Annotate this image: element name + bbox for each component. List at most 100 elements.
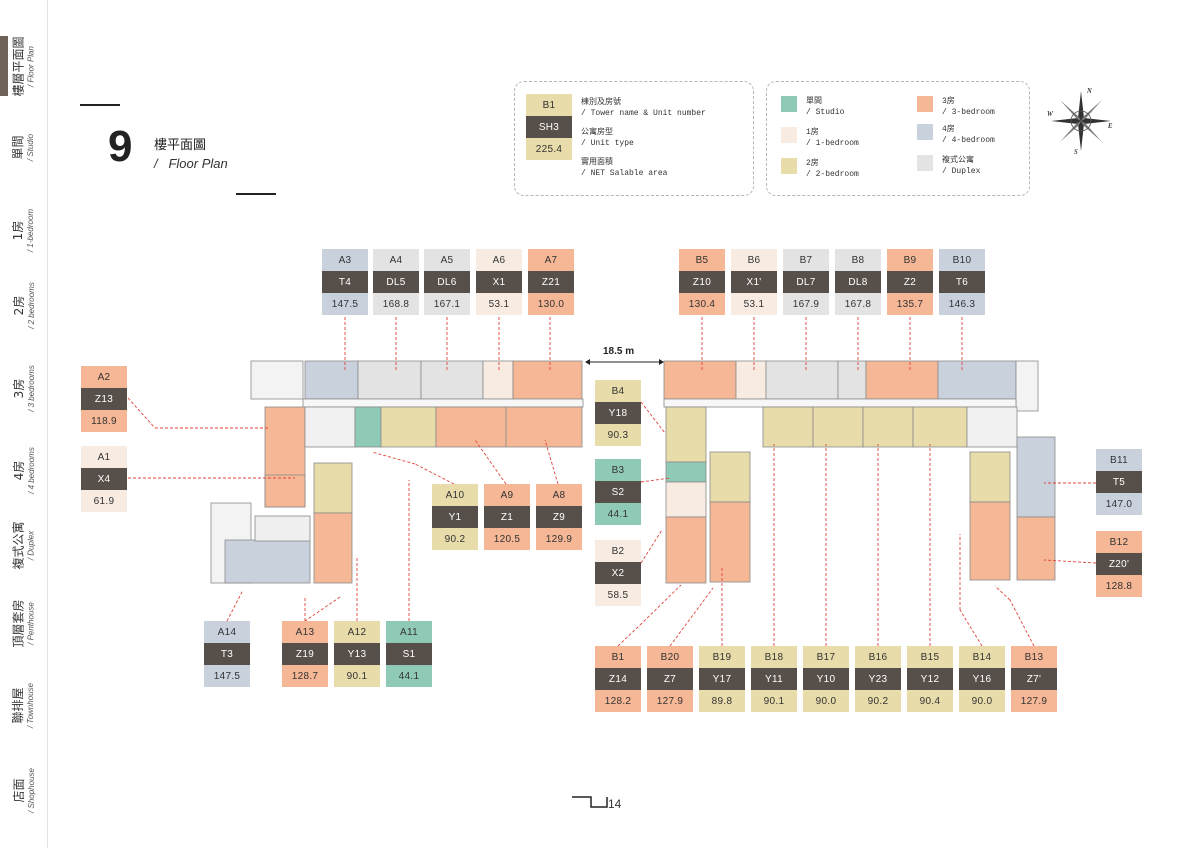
unit-a5: [420, 360, 484, 400]
unit-number: B4: [595, 380, 641, 402]
legend-4-bedroom: 4房 / 4-bedroom: [942, 124, 995, 146]
unit-type: Z7: [647, 668, 693, 690]
legend-1-bedroom: 1房/ 1-bedroom: [806, 127, 859, 149]
unit-b9: [865, 360, 939, 400]
legend-area-desc: 實用面積/ NET Salable area: [581, 157, 667, 179]
leader-line: [994, 585, 1011, 601]
title-rule-top: [80, 104, 120, 106]
unit-a8: [505, 406, 583, 448]
unit-b13: [969, 501, 1011, 581]
unit-type: Z1: [484, 506, 530, 528]
unit-type: DL8: [835, 271, 881, 293]
unit-area: 147.0: [1096, 493, 1142, 515]
unit-type: Z19: [282, 643, 328, 665]
unit-type: X2: [595, 562, 641, 584]
unit-number: A14: [204, 621, 250, 643]
legend-label-en: / 2-bedroom: [806, 170, 859, 180]
unit-area: 168.8: [373, 293, 419, 315]
unit-type: DL6: [424, 271, 470, 293]
unit-number: B2: [595, 540, 641, 562]
leader-line: [127, 397, 156, 429]
unit-area: 90.1: [334, 665, 380, 687]
unit-type: Y18: [595, 402, 641, 424]
unit-type: Y17: [699, 668, 745, 690]
unit-type: S1: [386, 643, 432, 665]
unit-area: 53.1: [476, 293, 522, 315]
page-number: 14: [608, 797, 622, 811]
unit-a12: [313, 462, 353, 514]
legend-label-zh: 1房: [806, 128, 819, 137]
unit-number: B7: [783, 249, 829, 271]
unit-area: 90.0: [959, 690, 1005, 712]
unit-b10: [937, 360, 1017, 400]
leader-line: [639, 584, 682, 626]
unit-area: 44.1: [595, 503, 641, 525]
legend-key-box: [514, 81, 754, 196]
unit-area: 130.4: [679, 293, 725, 315]
legend-label-zh: 4房: [942, 125, 955, 134]
leader-line: [959, 609, 983, 647]
legend-label-en: / 4-bedroom: [942, 136, 995, 146]
unit-area: 130.0: [528, 293, 574, 315]
unit-number: A11: [386, 621, 432, 643]
unit-number: B10: [939, 249, 985, 271]
legend-area-zh: 實用面積: [581, 158, 613, 167]
title-slash: /: [154, 156, 158, 171]
unit-area: 89.8: [699, 690, 745, 712]
unit-type: Y16: [959, 668, 1005, 690]
leader-line: [669, 587, 714, 647]
unit-number: B1: [595, 646, 641, 668]
unit-number: A4: [373, 249, 419, 271]
unit-number: A5: [424, 249, 470, 271]
unit-a4: [357, 360, 422, 400]
leader-line: [371, 451, 416, 465]
unit-number: A3: [322, 249, 368, 271]
core: [966, 406, 1018, 448]
unit-type: Y23: [855, 668, 901, 690]
page-number-bracket-icon: [572, 796, 608, 808]
legend-swatch-studio: [781, 96, 797, 112]
unit-number: B5: [679, 249, 725, 271]
leader-line: [544, 439, 559, 485]
unit-type: Y10: [803, 668, 849, 690]
legend-swatch-3-bedroom: [917, 96, 933, 112]
legend-studio: 單間/ Studio: [806, 96, 844, 118]
legend-2-bedroom: 2房/ 2-bedroom: [806, 158, 859, 180]
unit-b8: [837, 360, 867, 400]
corridor: [302, 398, 584, 408]
